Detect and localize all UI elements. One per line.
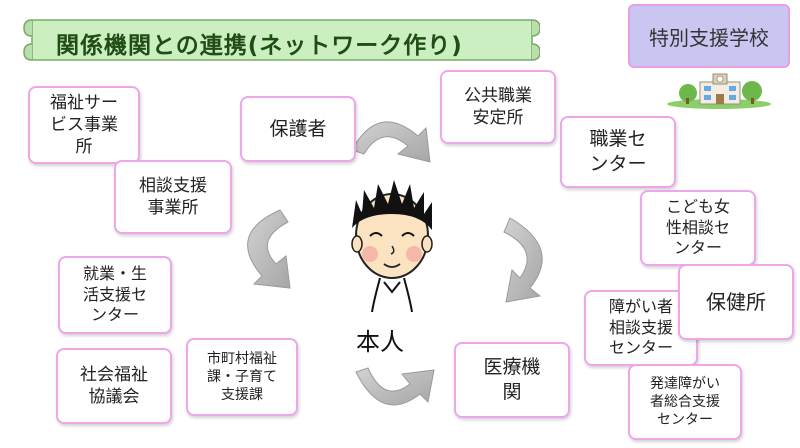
node-medical-institution: 医療機関: [454, 342, 570, 418]
node-child-women-center: こども女性相談センター: [640, 190, 756, 266]
node-label: 医療機関: [483, 356, 541, 403]
node-municipal-welfare-division: 市町村福祉課・子育て支援課: [186, 338, 298, 416]
node-public-employment-office: 公共職業安定所: [440, 70, 556, 144]
school-label-box: 特別支援学校: [628, 4, 790, 68]
center-label-self: 本人: [356, 328, 404, 356]
node-label: 公共職業安定所: [464, 85, 532, 128]
node-label: 相談支援事業所: [139, 175, 207, 218]
node-label: 市町村福祉課・子育て支援課: [207, 350, 277, 404]
node-label: 保健所: [706, 290, 766, 314]
scroll-banner-shape: [23, 19, 540, 61]
node-label: 保護者: [269, 117, 327, 140]
node-label: 福祉サービス事業所: [50, 92, 118, 158]
page-title: 関係機関との連携(ネットワーク作り): [56, 33, 463, 59]
node-social-welfare-council: 社会福祉協議会: [56, 348, 172, 424]
node-label: 発達障がい者総合支援センター: [650, 375, 720, 429]
node-welfare-service-office: 福祉サービス事業所: [28, 86, 140, 164]
node-consultation-support-office: 相談支援事業所: [114, 160, 232, 234]
node-label: 就業・生活支援センター: [82, 263, 147, 325]
node-label: 障がい者相談支援センター: [608, 296, 673, 358]
node-label: 社会福祉協議会: [80, 364, 148, 407]
node-label: 職業センター: [589, 128, 647, 175]
node-label: こども女性相談センター: [665, 196, 730, 258]
node-developmental-disability-center: 発達障がい者総合支援センター: [628, 364, 742, 440]
node-employment-living-support-center: 就業・生活支援センター: [58, 256, 172, 334]
title-banner: 関係機関との連携(ネットワーク作り): [22, 14, 540, 66]
node-health-center: 保健所: [678, 264, 794, 340]
node-guardian: 保護者: [240, 96, 356, 162]
node-vocational-center: 職業センター: [560, 116, 676, 188]
